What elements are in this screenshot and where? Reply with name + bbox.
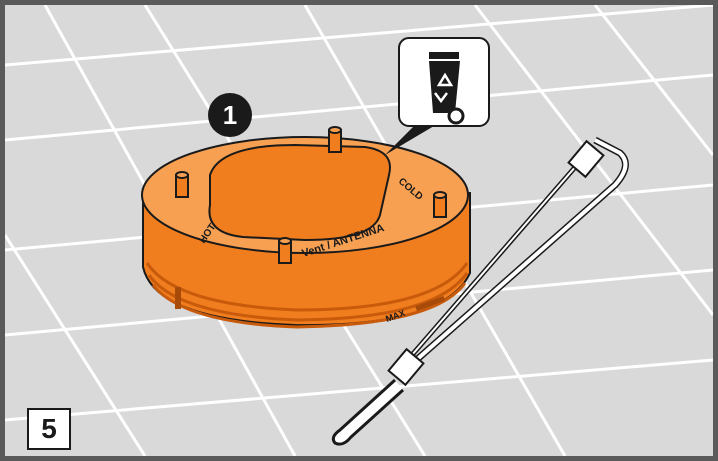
step-number-badge: 5 xyxy=(27,408,71,450)
cap-pegs xyxy=(175,126,447,264)
vent-cap: Vent / ANTENNA HOT COLD MAX xyxy=(141,126,471,329)
callout-pointer xyxy=(385,123,439,155)
recycle-bin-icon xyxy=(398,37,490,127)
assembly-scene: Vent / ANTENNA HOT COLD MAX xyxy=(5,5,713,456)
callout-number: 1 xyxy=(208,93,252,137)
hacksaw-icon xyxy=(331,136,629,446)
